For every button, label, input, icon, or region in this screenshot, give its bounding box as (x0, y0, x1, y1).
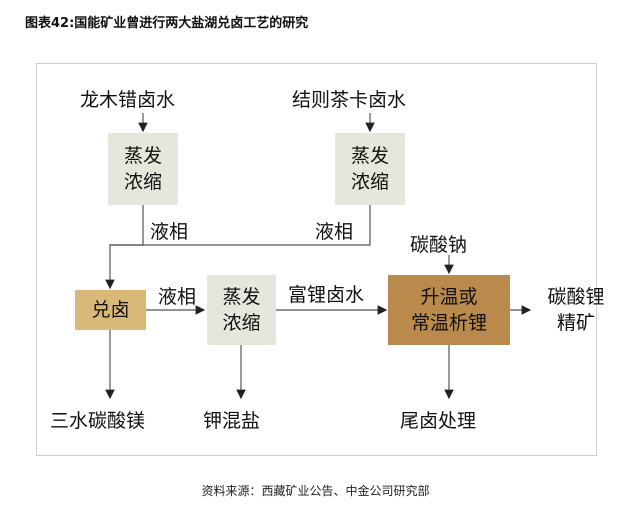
liquid-label-3: 液相 (158, 286, 197, 308)
box-text: 浓缩 (350, 171, 389, 193)
rich-lithium-brine-label: 富锂卤水 (288, 284, 365, 306)
evaporation-box-3: 蒸发浓缩 (207, 275, 276, 345)
lithium-precipitation-box: 升温或常温析锂 (388, 275, 510, 345)
diagram-frame (36, 63, 597, 456)
box-text: 浓缩 (222, 312, 261, 334)
liquid-label-2: 液相 (315, 221, 354, 243)
liquid-label-1: 液相 (150, 221, 189, 243)
box-text: 精矿 (556, 312, 595, 334)
figure-title: 图表42:国能矿业曾进行两大盐湖兑卤工艺的研究 (25, 16, 309, 31)
evaporation-box-2: 蒸发浓缩 (335, 133, 405, 205)
box-text: 浓缩 (123, 171, 162, 193)
source-note: 资料来源：西藏矿业公告、中金公司研究部 (201, 484, 430, 498)
source-longmucuo: 龙木错卤水 (80, 89, 176, 111)
byproduct-potassium-salt: 钾混盐 (203, 410, 261, 432)
source-jiezechaka: 结则茶卡卤水 (292, 89, 407, 111)
mix-brine-box: 兑卤 (75, 290, 146, 330)
evaporation-box-1: 蒸发浓缩 (108, 133, 178, 205)
box-text: 碳酸锂 (547, 286, 605, 308)
product-lithium-carbonate: 碳酸锂精矿 (536, 282, 616, 338)
box-text: 蒸发 (350, 145, 389, 167)
reagent-sodium-carbonate: 碳酸钠 (410, 234, 468, 256)
box-text: 常温析锂 (410, 312, 487, 334)
box-text: 蒸发 (123, 145, 162, 167)
byproduct-magnesium-carbonate: 三水碳酸镁 (50, 410, 146, 432)
box-text: 蒸发 (222, 286, 261, 308)
box-text: 升温或 (420, 286, 478, 308)
byproduct-tail-brine: 尾卤处理 (400, 410, 477, 432)
